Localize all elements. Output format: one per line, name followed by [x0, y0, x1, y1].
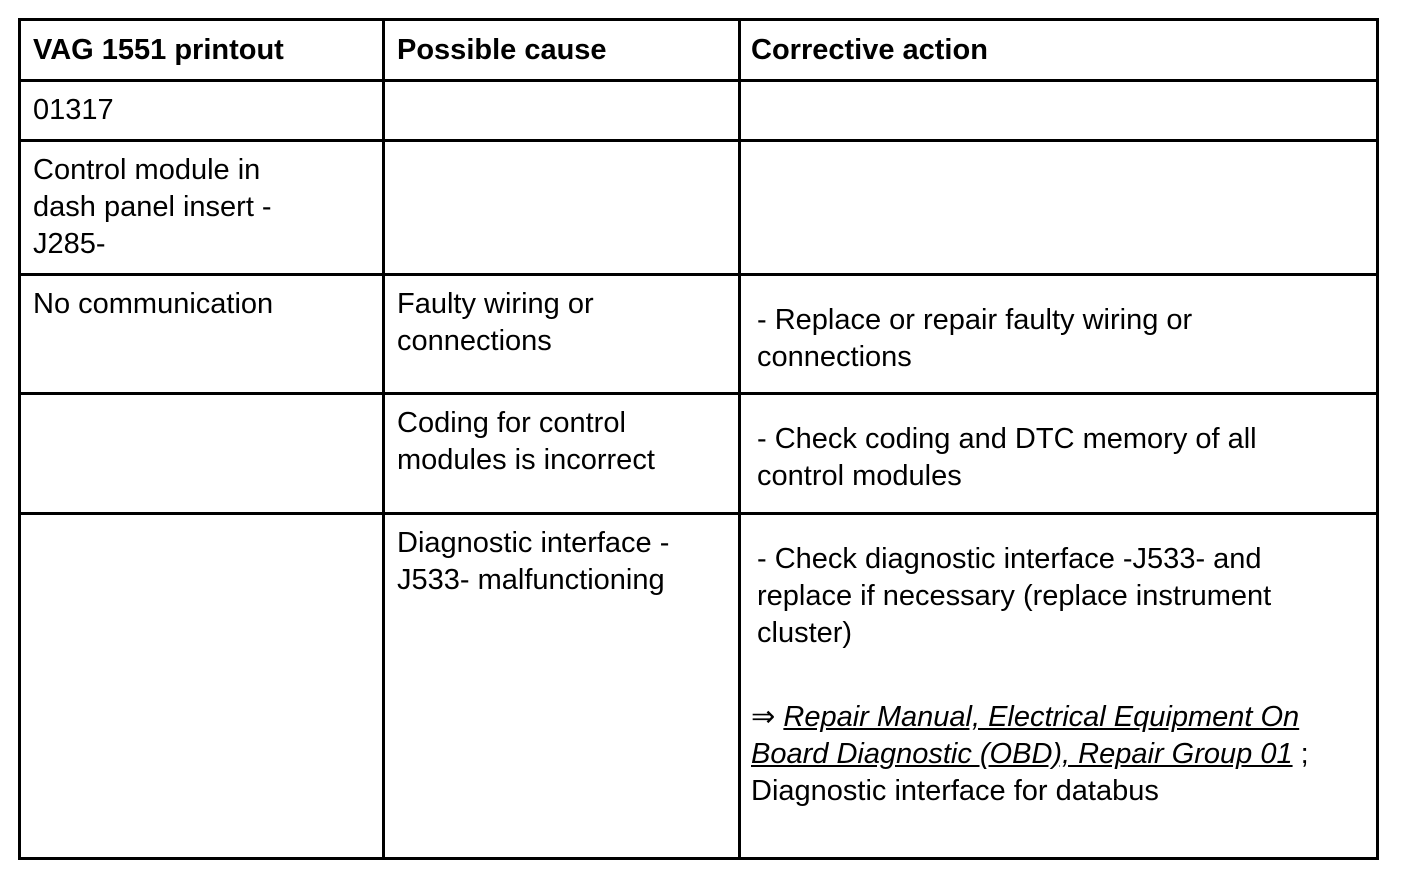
table-row: 01317	[18, 79, 1379, 142]
cell-printout	[18, 392, 385, 515]
cause-text: Coding for control modules is incorrect	[397, 407, 655, 476]
cell-action: - Replace or repair faulty wiring or con…	[738, 273, 1379, 395]
table-row: Coding for control modules is incorrect …	[18, 392, 1379, 515]
header-possible-cause: Possible cause	[382, 18, 741, 82]
diagnostic-table: VAG 1551 printout Possible cause Correct…	[18, 18, 1379, 860]
cell-action	[738, 79, 1379, 142]
cell-cause	[382, 139, 741, 276]
cell-printout	[18, 512, 385, 860]
table-row: Control module in dash panel insert -J28…	[18, 139, 1379, 276]
dtc-code: 01317	[33, 94, 114, 126]
repair-manual-reference: ⇒ Repair Manual, Electrical Equipment On…	[751, 699, 1356, 810]
action-text: - Check coding and DTC memory of all con…	[757, 423, 1257, 492]
header-corrective-action: Corrective action	[738, 18, 1379, 82]
cell-printout: No communication	[18, 273, 385, 395]
arrow-right-icon: ⇒	[751, 701, 776, 733]
cell-action: - Check coding and DTC memory of all con…	[738, 392, 1379, 515]
repair-manual-link[interactable]: Repair Manual, Electrical Equipment On B…	[751, 701, 1300, 770]
cell-printout: Control module in dash panel insert -J28…	[18, 139, 385, 276]
cell-action: - Check diagnostic interface -J533- and …	[738, 512, 1379, 860]
cause-text: Diagnostic interface -J533- malfunctioni…	[397, 527, 670, 596]
fault-text: No communication	[33, 288, 274, 320]
cell-cause: Diagnostic interface -J533- malfunctioni…	[382, 512, 741, 860]
cell-cause: Coding for control modules is incorrect	[382, 392, 741, 515]
cell-cause	[382, 79, 741, 142]
table-header-row: VAG 1551 printout Possible cause Correct…	[18, 18, 1379, 82]
action-text: - Replace or repair faulty wiring or con…	[757, 304, 1193, 373]
header-printout: VAG 1551 printout	[18, 18, 385, 82]
cell-action	[738, 139, 1379, 276]
cell-cause: Faulty wiring or connections	[382, 273, 741, 395]
table-row: No communication Faulty wiring or connec…	[18, 273, 1379, 395]
action-text: - Check diagnostic interface -J533- and …	[757, 543, 1272, 649]
component-name: Control module in dash panel insert -J28…	[33, 154, 272, 260]
cause-text: Faulty wiring or connections	[397, 288, 594, 357]
cell-printout: 01317	[18, 79, 385, 142]
table-row: Diagnostic interface -J533- malfunctioni…	[18, 512, 1379, 860]
reference-suffix: ; Diagnostic interface for databus	[751, 738, 1309, 807]
